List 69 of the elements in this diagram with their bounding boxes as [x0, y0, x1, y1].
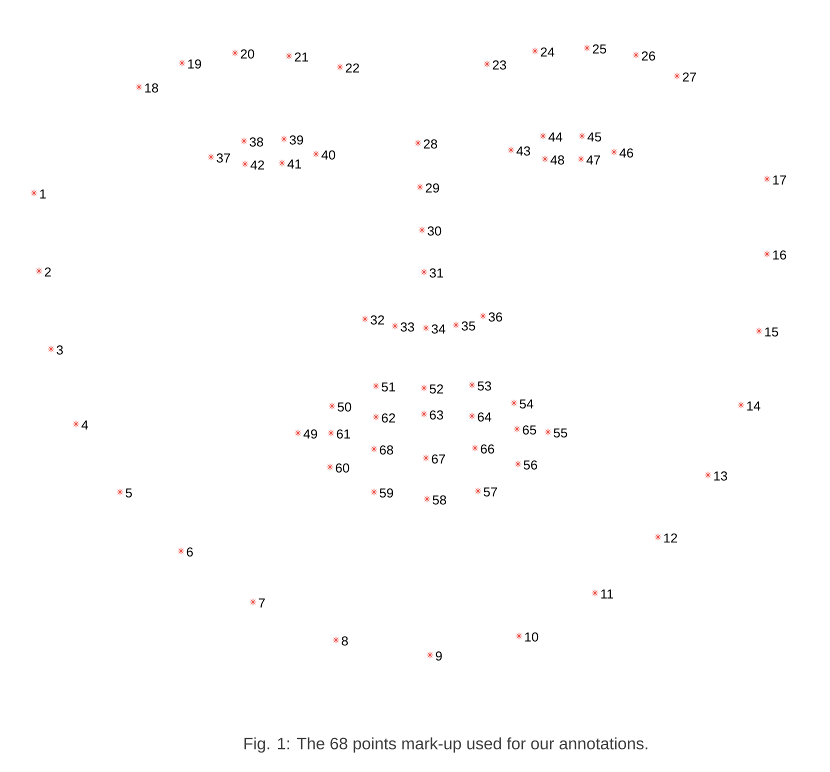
point-number: 1	[40, 190, 46, 198]
point-number: 50	[338, 402, 352, 412]
point-number: 65	[522, 425, 536, 435]
point-number: 58	[432, 495, 446, 505]
point-number: 30	[428, 226, 442, 236]
point-number: 42	[250, 160, 264, 170]
point-number: 7	[258, 598, 265, 608]
point-number: 33	[400, 322, 414, 332]
point-number: 8	[342, 636, 348, 646]
point-number: 54	[520, 399, 534, 409]
point-number: 20	[240, 49, 254, 59]
point-number: 48	[550, 155, 564, 165]
point-number: 19	[188, 59, 202, 69]
point-number: 28	[424, 139, 438, 149]
point-number: 24	[540, 47, 554, 57]
point-number: 47	[586, 156, 600, 164]
point-number: 27	[682, 72, 696, 82]
point-number: 18	[145, 83, 158, 93]
point-number: 56	[524, 460, 538, 470]
point-number: 43	[516, 146, 530, 156]
point-number: 21	[294, 52, 308, 62]
point-number: 57	[484, 487, 497, 497]
point-number: 17	[773, 176, 786, 184]
point-number: 9	[436, 651, 442, 661]
point-number: 61	[336, 429, 350, 439]
point-number: 12	[664, 533, 677, 543]
point-number: 31	[430, 268, 444, 278]
point-number: 51	[382, 382, 396, 392]
point-number: 25	[592, 44, 606, 54]
point-number: 60	[336, 463, 350, 473]
point-number: 13	[714, 471, 728, 481]
point-number: 38	[250, 137, 264, 147]
point-number: 14	[747, 402, 760, 410]
point-number: 41	[288, 160, 302, 168]
point-number: 34	[432, 324, 446, 334]
point-number: 3	[56, 345, 63, 355]
point-number: 40	[322, 150, 336, 160]
point-number: 62	[382, 413, 395, 423]
point-number: 63	[430, 410, 444, 420]
point-number: 36	[488, 312, 502, 322]
point-number: 45	[588, 132, 602, 142]
point-number: 29	[426, 183, 440, 193]
point-number: 39	[290, 135, 304, 145]
point-number: 59	[380, 488, 394, 498]
point-number: 11	[601, 590, 614, 598]
point-number: 53	[478, 381, 492, 391]
point-number: 6	[186, 547, 193, 557]
point-number: 37	[216, 153, 230, 163]
point-number: 16	[773, 250, 786, 260]
point-number: 4	[82, 420, 88, 430]
point-number: 2	[44, 267, 51, 277]
point-number: 44	[548, 132, 562, 142]
point-number: 5	[126, 488, 132, 498]
point-number: 68	[380, 445, 394, 455]
point-number: 26	[642, 51, 656, 61]
point-number: 46	[620, 148, 634, 158]
point-number: 55	[554, 428, 568, 438]
point-number: 22	[346, 63, 359, 73]
point-number: 10	[525, 632, 538, 642]
point-number: 64	[478, 412, 492, 422]
point-number: 49	[304, 429, 318, 439]
point-number: 23	[492, 60, 506, 70]
point-number: 67	[432, 454, 445, 464]
point-number: 32	[370, 315, 384, 325]
point-number: 66	[480, 444, 494, 454]
point-number: 52	[430, 384, 443, 394]
point-number: 15	[765, 327, 778, 337]
figure-caption: Fig. 1: The 68 points mark-up used for our annotations.	[244, 737, 648, 753]
point-number: 35	[462, 321, 476, 331]
